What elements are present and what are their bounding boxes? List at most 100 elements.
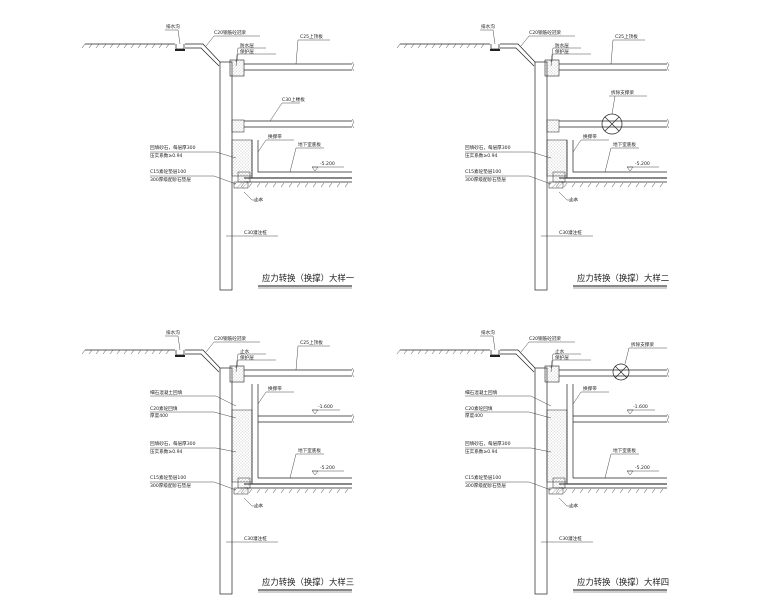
label-crown-beam: C20钢筋砼冠梁	[214, 29, 246, 36]
removal-x-icon	[612, 363, 630, 381]
label-fill-note-1: 回填砂石，每层厚300	[150, 440, 196, 447]
label-cushion-1: C15素砼垫层100	[150, 474, 186, 481]
label-protect: 保护层	[240, 48, 254, 55]
label-fill-note-2: 压实系数≥0.94	[150, 152, 183, 159]
label-elev-mid: -1.600	[633, 404, 648, 410]
label-stop-bottom: 止水	[569, 502, 579, 509]
basement-wall	[251, 384, 352, 484]
label-fill-note-1: 回填砂石，每层厚300	[465, 440, 511, 447]
label-cushion-2: 300厚级配砂石垫层	[150, 176, 191, 183]
label-floor: 地下室底板	[613, 447, 636, 454]
label-elev-bottom: -5.200	[320, 161, 335, 167]
label-fill-mid-1: C20素砼回填	[150, 405, 178, 412]
panel-2: 排水沟 C20钢筋砼冠梁 C25上顶板 防水层 保护层 拆除支撑梁 回填砂石，每…	[396, 23, 670, 291]
label-cushion-1: C15素砼垫层100	[150, 168, 186, 175]
slope-line	[185, 349, 221, 369]
label-crown-beam: C20钢筋砼冠梁	[214, 335, 246, 342]
label-brace: 换撑带	[268, 385, 282, 392]
slope-line	[185, 43, 221, 63]
ground-line	[81, 43, 175, 49]
label-pile: C30灌注桩	[559, 229, 582, 236]
panel-title: 应力转换（换撑）大样三	[262, 577, 354, 587]
panel-3: 排水沟 C20钢筋砼冠梁 C25上顶板 止水 保护层 细石混凝土回填 C20素砼…	[81, 329, 355, 595]
panel-title: 应力转换（换撑）大样四	[577, 577, 669, 587]
floor-slab	[548, 171, 667, 189]
label-stop-bottom: 止水	[254, 502, 264, 509]
removed-slab	[546, 113, 670, 135]
slope-line	[500, 43, 536, 63]
label-pile: C30灌注桩	[559, 535, 582, 542]
label-floor: 地下室底板	[613, 141, 636, 148]
label-pile: C30灌注桩	[244, 229, 267, 236]
panel-title: 应力转换（换撑）大样二	[577, 273, 669, 283]
label-stop: 止水	[569, 196, 579, 203]
label-floor: 地下室底板	[298, 141, 321, 148]
crown-beam	[229, 59, 245, 77]
pile	[534, 61, 548, 291]
label-fill-mid-2: 厚度400	[465, 412, 483, 419]
top-slab	[244, 367, 355, 378]
label-fill-mid-1: C20素砼回填	[465, 405, 493, 412]
slope-line	[500, 349, 536, 369]
drain-ditch	[175, 350, 185, 356]
basement-wall	[566, 384, 667, 484]
label-waterproof: 防水层	[240, 42, 254, 49]
panel-title: 应力转换（换撑）大样一	[262, 273, 355, 283]
crown-beam	[544, 59, 560, 77]
panel-1: 排水沟 C20钢筋砼冠梁 C25上顶板 防水层 保护层 C30上楼板 回填砂石，…	[81, 23, 355, 291]
label-fill-note-2: 压实系数≥0.94	[465, 152, 498, 159]
label-fill-note-1: 回填砂石，每层厚300	[465, 144, 511, 151]
drain-ditch	[175, 44, 185, 50]
label-cushion-2: 300厚级配砂石垫层	[465, 176, 506, 183]
backfill-zone	[546, 409, 568, 483]
label-brace: 换撑带	[583, 385, 597, 392]
label-drain: 排水沟	[166, 329, 180, 336]
label-protect: 保护层	[555, 354, 569, 361]
label-elev-mid: -1.600	[318, 404, 333, 410]
pile	[219, 61, 233, 291]
pile	[534, 367, 548, 595]
label-cushion-2: 300厚级配砂石垫层	[465, 482, 506, 489]
label-stop: 止水	[240, 348, 250, 355]
label-protect: 保护层	[555, 48, 569, 55]
label-cushion-1: C15素砼垫层100	[465, 168, 501, 175]
label-elev-bottom: -5.200	[320, 465, 335, 471]
floor-slab	[233, 477, 352, 495]
label-stop: 止水	[254, 196, 264, 203]
label-elev-bottom: -5.200	[635, 465, 650, 471]
label-brace: 换撑带	[268, 133, 282, 140]
top-slab	[244, 61, 355, 72]
label-waterproof: 防水层	[555, 42, 569, 49]
floor-slab	[548, 477, 667, 495]
backfill-zone	[231, 409, 253, 483]
floor-slab	[233, 171, 352, 189]
top-slab	[559, 61, 670, 72]
label-cushion-2: 300厚级配砂石垫层	[150, 482, 191, 489]
pile	[219, 367, 233, 595]
drain-ditch	[490, 350, 500, 356]
label-mid-slab: C30上楼板	[282, 96, 305, 103]
backfill-zone	[546, 139, 568, 177]
label-top-slab: C25上顶板	[300, 339, 323, 346]
label-remove-note: 拆除支撑梁	[611, 89, 634, 96]
label-fill-note-1: 回填砂石，每层厚300	[150, 144, 196, 151]
label-stop: 止水	[555, 348, 565, 355]
label-drain: 排水沟	[166, 23, 180, 30]
label-remove-note: 拆除支撑梁	[631, 341, 654, 348]
label-cushion-1: C15素砼垫层100	[465, 474, 501, 481]
label-drain: 排水沟	[481, 329, 495, 336]
crown-beam	[544, 365, 560, 383]
label-floor: 地下室底板	[298, 447, 321, 454]
label-fill-mid-2: 厚度400	[150, 412, 168, 419]
label-brace: 换撑带	[583, 133, 597, 140]
mid-slab	[231, 118, 355, 133]
panel-4: 排水沟 C20钢筋砼冠梁 拆除支撑梁 止水 保护层 细石混凝土回填 C20素砼回…	[396, 329, 670, 595]
ground-line	[396, 43, 490, 49]
ground-line	[396, 349, 490, 355]
backfill-zone	[231, 139, 253, 177]
label-drain: 排水沟	[481, 23, 495, 30]
label-top-slab: C25上顶板	[615, 33, 638, 40]
drain-ditch	[490, 44, 500, 50]
label-pile: C30灌注桩	[244, 535, 267, 542]
label-top-slab: C25上顶板	[300, 33, 323, 40]
